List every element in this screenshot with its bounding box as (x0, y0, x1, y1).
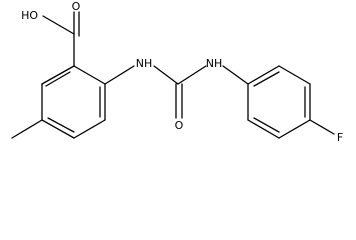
bond-ring2-a-inner (253, 71, 280, 87)
fluorine-label: F (337, 131, 343, 144)
bond-ring2-to-f (309, 119, 335, 135)
bond-carbonyl-to-nh (177, 65, 207, 85)
chemical-structure-diagram: HO O NH O NH F (11, 0, 343, 144)
nh-left-label: NH (136, 57, 153, 70)
bond-ring1-c (41, 119, 75, 139)
bond-ring1-a-inner (45, 71, 71, 87)
bond-nh-to-carbonyl (153, 65, 179, 85)
bond-ring2-e (247, 119, 280, 139)
hydroxyl-label: HO (21, 9, 38, 22)
bond-ring2-b (278, 65, 311, 85)
bond-ring1-c-inner (47, 117, 75, 133)
bond-ring2-d (278, 119, 311, 139)
atom-labels: HO O NH O NH F (21, 0, 343, 144)
nh-right-label: NH (206, 57, 223, 70)
bond-ring2-a (247, 65, 280, 85)
bond-ring1-to-nh (104, 65, 135, 85)
bond-ring1-a (41, 65, 75, 85)
bond-ring1-f (73, 65, 106, 85)
bond-cooh-to-oh (42, 15, 75, 35)
bond-ring2-e-inner (253, 117, 280, 133)
acid-oxygen-label: O (72, 0, 81, 13)
bond-ring1-d (73, 119, 106, 139)
bond-nh-to-ring2 (222, 65, 249, 85)
bonds (11, 11, 335, 139)
bond-methyl (11, 119, 43, 139)
urea-oxygen-label: O (175, 119, 184, 132)
